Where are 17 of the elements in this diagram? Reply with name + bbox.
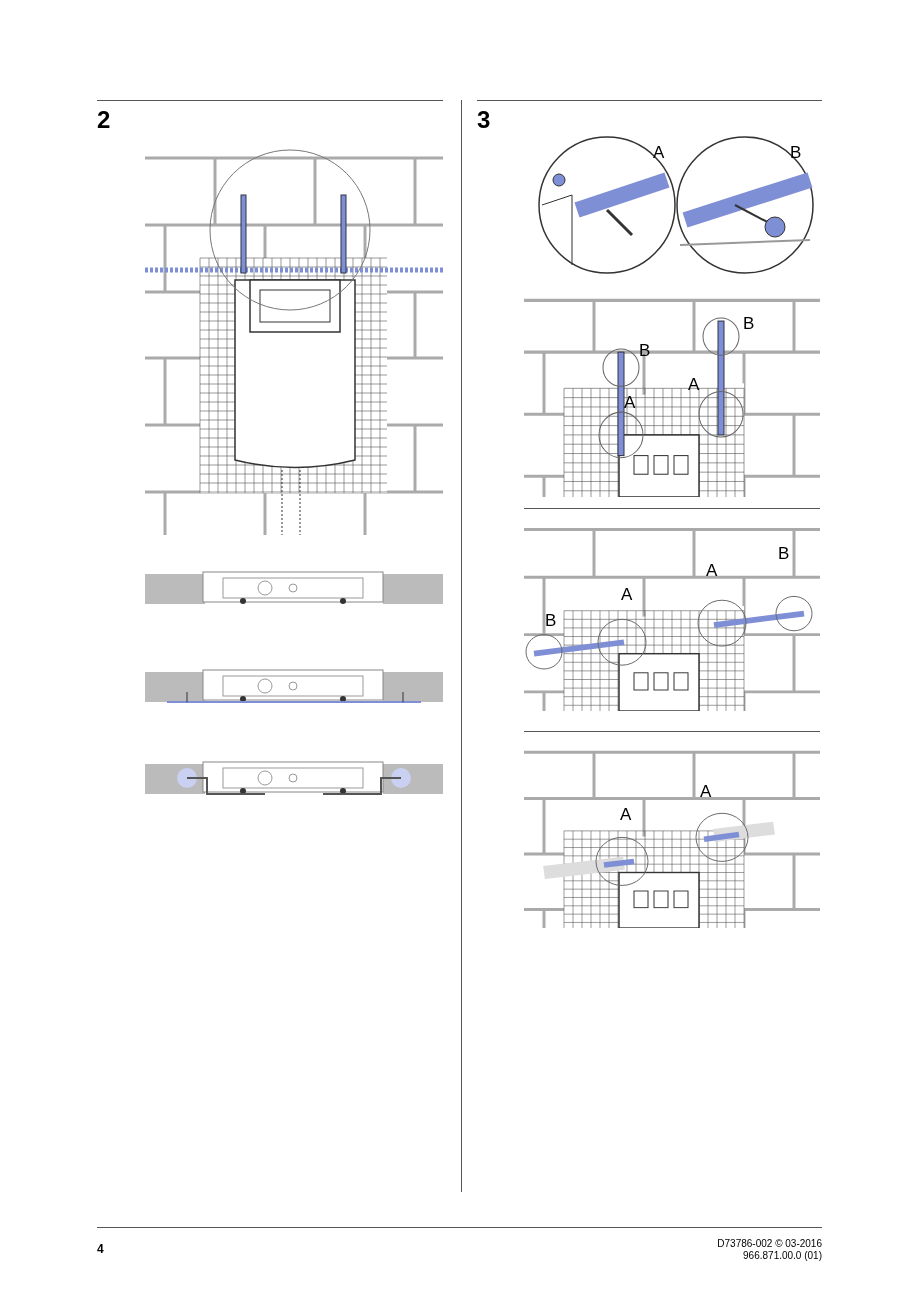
callout-letter: A bbox=[688, 374, 700, 396]
callout-letter: A bbox=[700, 781, 712, 803]
callout-letter: B bbox=[778, 543, 790, 565]
callout-letter: B bbox=[545, 610, 557, 632]
callout-letter: A bbox=[624, 392, 636, 414]
callout-letter: B bbox=[639, 340, 651, 362]
step-number: 3 bbox=[477, 105, 491, 135]
callout-letter: A bbox=[620, 804, 632, 826]
callout-letter: B bbox=[790, 142, 802, 164]
step-number: 2 bbox=[97, 105, 111, 135]
callout-letter: B bbox=[743, 313, 755, 335]
callout-letter: A bbox=[621, 584, 633, 606]
document-code: D73786-002 © 03-2016 bbox=[716, 1238, 822, 1250]
callout-letter: A bbox=[706, 560, 718, 582]
document-code: 966.871.00.0 (01) bbox=[742, 1250, 822, 1262]
callout-letter: A bbox=[653, 142, 665, 164]
page-number: 4 bbox=[97, 1241, 104, 1258]
